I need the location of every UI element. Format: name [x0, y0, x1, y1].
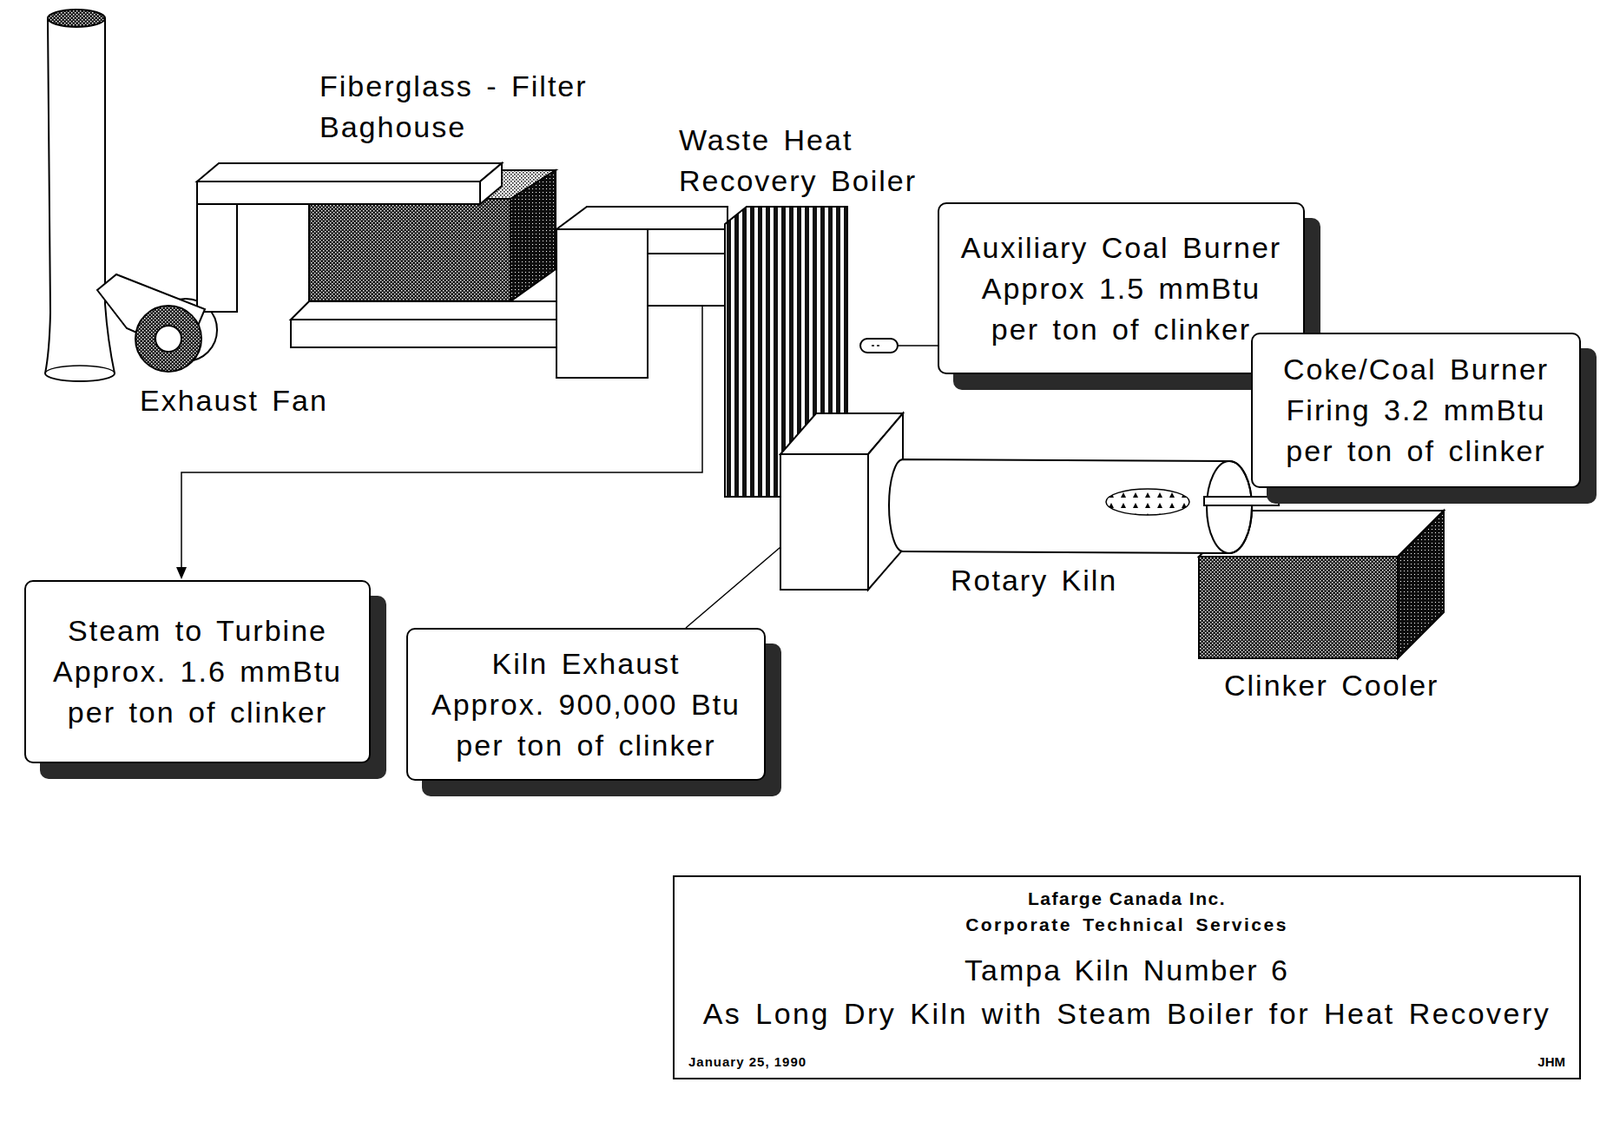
label-anchor: Clinker Cooler — [1224, 665, 1439, 706]
baghouse-side — [510, 170, 556, 302]
label-anchor: Fiberglass - Filter Baghouse — [319, 65, 650, 148]
stack-top — [47, 9, 106, 27]
drawing-date: January 25, 1990 — [688, 1053, 807, 1071]
callout-heading: Steam to Turbine — [67, 610, 328, 652]
drawing-title: Tampa Kiln Number 6 — [964, 951, 1290, 988]
top-duct-end — [480, 163, 502, 205]
author-initials: JHM — [1537, 1053, 1566, 1071]
top-duct-face — [197, 163, 502, 182]
baghouse-front — [309, 198, 511, 302]
label-anchor: Exhaust Fan — [139, 380, 329, 422]
cooler-side — [1397, 510, 1444, 659]
callout-value: Firing 3.2 mmBtu per ton of clinker — [1264, 389, 1568, 472]
stack-base-rim — [45, 365, 115, 374]
arrow-head — [176, 566, 187, 580]
boiler-housing — [556, 229, 648, 378]
burner-callout: Auxiliary Coal BurnerApprox 1.5 mmBtu pe… — [937, 202, 1305, 375]
exhaust-fan — [135, 305, 202, 372]
drawing-subtitle: As Long Dry Kiln with Steam Boiler for H… — [703, 994, 1552, 1032]
rotary-kiln — [888, 459, 1252, 554]
company-name: Lafarge Canada Inc. — [1027, 887, 1226, 910]
steam-callout: Steam to TurbineApprox. 1.6 mmBtu per to… — [24, 579, 371, 764]
label-anchor: Rotary Kiln — [950, 559, 1118, 601]
equipment-label: Rotary Kiln — [950, 559, 1118, 601]
equipment-label: Waste Heat Recovery Boiler — [678, 119, 957, 202]
lower-duct-top — [290, 301, 557, 320]
callout-heading: Auxiliary Coal Burner — [961, 227, 1282, 269]
leader-line — [897, 344, 938, 347]
callout-value: Approx. 1.6 mmBtu per ton of clinker — [38, 651, 357, 733]
burner-callout: Coke/Coal BurnerFiring 3.2 mmBtu per ton… — [1251, 332, 1581, 488]
lower-duct-front — [290, 319, 557, 348]
callout-heading: Coke/Coal Burner — [1283, 348, 1549, 390]
boiler-housing-top — [556, 206, 728, 230]
fan-hub — [155, 325, 182, 352]
exhaust-stack — [45, 18, 115, 382]
cooler-front — [1198, 556, 1398, 659]
exhaust-callout: Kiln ExhaustApprox. 900,000 Btu per ton … — [406, 627, 766, 781]
department-name: Corporate Technical Services — [965, 913, 1289, 936]
callout-value: Approx 1.5 mmBtu per ton of clinker — [951, 268, 1291, 350]
leader-line — [685, 546, 781, 628]
equipment-label: Exhaust Fan — [139, 380, 329, 422]
boiler-neck — [647, 253, 728, 306]
kiln-end-ring — [1206, 460, 1252, 554]
burner-pipe — [1204, 496, 1279, 506]
burner-flame — [1106, 488, 1190, 515]
title-block: Lafarge Canada Inc. Corporate Technical S… — [672, 875, 1581, 1080]
inlet-housing-front — [780, 454, 869, 590]
callout-value: Approx. 900,000 Btu per ton of clinker — [420, 684, 752, 766]
aux-burner-nozzle — [860, 338, 898, 353]
equipment-label: Fiberglass - Filter Baghouse — [319, 65, 650, 148]
nozzle-detail — [871, 344, 883, 347]
top-duct-front — [197, 181, 481, 205]
equipment-label: Clinker Cooler — [1224, 665, 1439, 706]
label-anchor: Waste Heat Recovery Boiler — [678, 119, 957, 202]
callout-heading: Kiln Exhaust — [492, 643, 681, 685]
steam-line — [181, 305, 703, 570]
